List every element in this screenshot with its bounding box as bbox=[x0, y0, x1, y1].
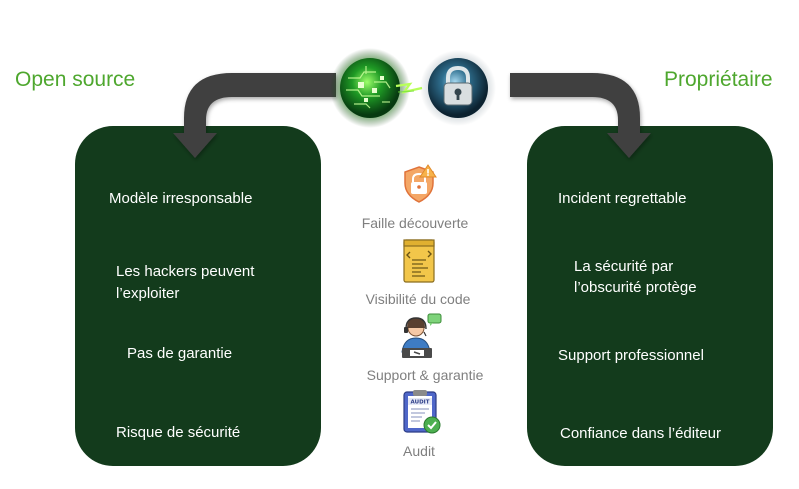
support-agent-icon bbox=[401, 313, 442, 358]
green-circuit-sphere-icon bbox=[330, 48, 410, 128]
open-source-item-no-warranty: Pas de garantie bbox=[127, 345, 233, 362]
criterion-label-audit: Audit bbox=[403, 443, 435, 459]
connection-spark-icon bbox=[395, 82, 423, 94]
criterion-label-support-warranty: Support & garantie bbox=[366, 367, 484, 383]
audit-clipboard-icon: AUDIT bbox=[403, 390, 441, 434]
padlock-sphere-icon bbox=[420, 50, 496, 126]
proprietary-panel bbox=[527, 126, 773, 466]
code-document-icon bbox=[403, 239, 435, 283]
proprietary-title: Propriétaire bbox=[664, 68, 773, 91]
proprietary-item-vendor-trust: Confiance dans l’éditeur bbox=[560, 425, 721, 442]
shield-alert-icon bbox=[404, 164, 437, 203]
open-source-item-security-risk: Risque de sécurité bbox=[116, 424, 241, 441]
proprietary-item-obscurity-line2: l’obscurité protège bbox=[574, 279, 697, 296]
open-source-panel bbox=[75, 126, 321, 466]
hero-illustration bbox=[330, 48, 496, 128]
left-curved-arrow bbox=[173, 73, 336, 158]
criterion-label-vulnerability-discovered: Faille découverte bbox=[361, 215, 469, 231]
open-source-item-hackers-line2: l’exploiter bbox=[116, 285, 180, 302]
open-source-item-hackers-line1: Les hackers peuvent bbox=[116, 263, 255, 280]
open-source-title: Open source bbox=[15, 68, 136, 91]
open-source-item-irresponsible-model: Modèle irresponsable bbox=[109, 190, 253, 207]
right-curved-arrow bbox=[510, 73, 651, 158]
proprietary-item-professional-support: Support professionnel bbox=[558, 347, 704, 364]
svg-text:AUDIT: AUDIT bbox=[411, 400, 430, 406]
proprietary-item-regrettable-incident: Incident regrettable bbox=[558, 190, 687, 207]
proprietary-item-obscurity-line1: La sécurité par bbox=[574, 258, 674, 275]
criterion-label-code-visibility: Visibilité du code bbox=[365, 291, 471, 307]
